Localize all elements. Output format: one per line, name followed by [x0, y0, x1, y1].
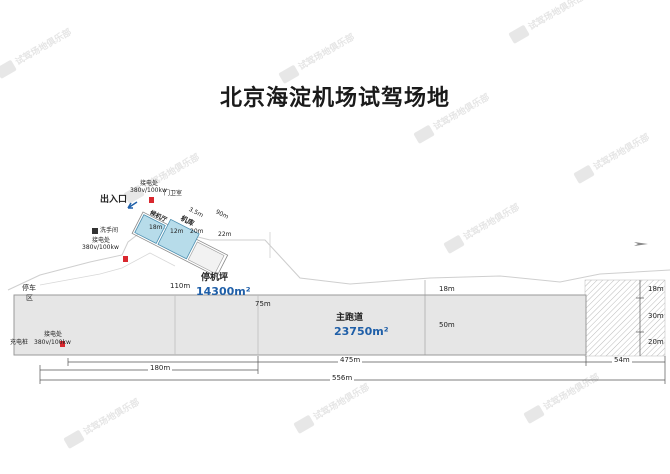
dim-runway-length: 475m: [338, 356, 363, 364]
waiting-hall-block: [134, 214, 166, 244]
site-boundary-inner: [39, 252, 176, 286]
main-runway-label: 主跑道: [336, 313, 364, 323]
power-point-icon: [123, 256, 128, 262]
site-boundary: [7, 224, 670, 291]
terminal-building: [131, 211, 229, 278]
exit-arrow-icon: [127, 201, 138, 209]
power-point-icon: [149, 197, 154, 203]
parking-apron-label: 停机坪: [201, 273, 229, 283]
dim-right-length: 54m: [612, 356, 632, 364]
dim-apron-length: 180m: [148, 364, 173, 372]
runway-area-value: 23750m²: [334, 325, 389, 338]
power-point-spec: 380v/100kw: [82, 244, 119, 251]
power-point-label: 接电处: [44, 331, 63, 338]
power-point-spec: 380v/100kw: [34, 339, 71, 346]
apron-area-value: 14300m²: [196, 285, 251, 298]
restroom-label: 洗手间: [100, 227, 119, 234]
dim-hall-h: 12m: [170, 228, 184, 235]
dim-apron-height: 110m: [170, 282, 191, 290]
dim-total-length: 556m: [330, 374, 355, 382]
road-edge: [264, 239, 301, 279]
dim-runway-mid: 50m: [439, 321, 455, 329]
dim-apron-inner: 75m: [255, 300, 271, 308]
power-point-icon: [60, 341, 65, 347]
exit-entrance-label: 出入口: [100, 195, 128, 205]
power-point-label: 接电处: [92, 237, 111, 244]
right-end-zone: [584, 279, 666, 357]
power-point-spec: 380v/100kw: [130, 187, 167, 194]
gate-label: 门卫室: [164, 190, 183, 197]
dim-right-bottom: 20m: [648, 338, 664, 346]
restroom-icon: [92, 228, 98, 234]
parking-zone-label-1: 停车: [22, 284, 36, 292]
main-runway-surface: [13, 294, 587, 356]
dim-right-mid: 30m: [648, 312, 664, 320]
north-arrow-icon: [634, 242, 648, 246]
hangar-block: [157, 218, 200, 260]
charging-pile-label: 充电桩: [10, 339, 29, 346]
dim-runway-top: 18m: [439, 285, 455, 293]
power-point-label: 接电处: [140, 180, 159, 187]
building-annex: [187, 241, 225, 274]
parking-zone-label-2: 区: [26, 294, 33, 302]
page-title: 北京海淀机场试驾场地: [219, 86, 450, 111]
dim-hangar-h: 20m: [190, 228, 204, 235]
dim-building-22: 22m: [218, 231, 232, 238]
dim-hall-w: 18m: [149, 224, 163, 231]
dim-right-top: 18m: [648, 285, 664, 293]
